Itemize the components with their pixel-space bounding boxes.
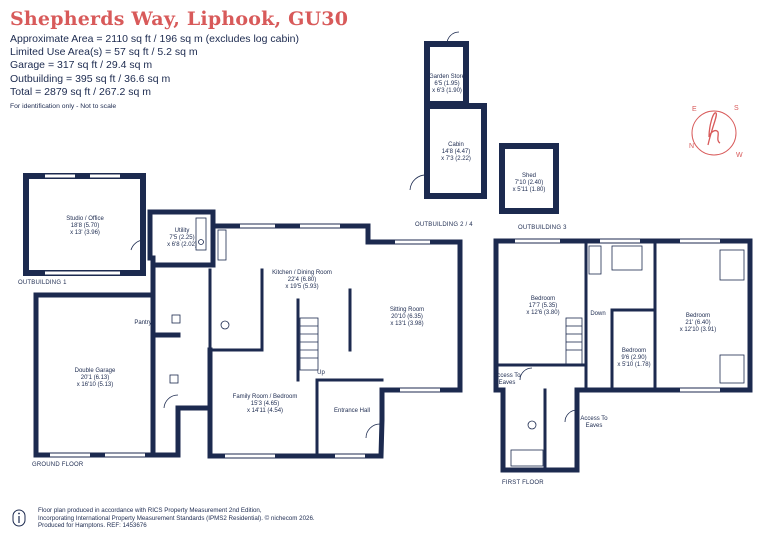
property-title: Shepherds Way, Liphook, GU30 (10, 8, 349, 30)
area-line-outbuilding: Outbuilding = 395 sq ft / 36.6 sq m (10, 72, 171, 85)
bath-fixture (588, 245, 602, 275)
footer-line: Produced for Hamptons. REF: 1453676 (38, 522, 147, 530)
label-first-floor: FIRST FLOOR (502, 480, 544, 486)
ground-floor-outer-walls (147, 209, 463, 459)
compass-e-label: E (692, 106, 697, 113)
footer-credits: Floor plan produced in accordance with R… (38, 507, 315, 530)
area-summary: Approximate Area = 2110 sq ft / 196 sq m… (10, 33, 299, 99)
pantry-shelf (171, 314, 181, 324)
compass-n-label: N (689, 143, 694, 150)
area-line-garage: Garage = 317 sq ft / 29.4 sq m (10, 59, 153, 72)
rics-info-icon (12, 509, 26, 527)
first-floor-outer-walls (493, 238, 753, 473)
footer-line: Floor plan produced in accordance with R… (38, 507, 262, 514)
shed-walls (499, 143, 559, 214)
door-swing (365, 423, 381, 439)
ground-floor-link (150, 405, 213, 458)
shower-fixture (611, 245, 643, 271)
staircase (299, 317, 583, 371)
stairs-up-label: Up (317, 370, 325, 376)
wardrobe (719, 249, 745, 281)
disclaimer-note: For identification only - Not to scale (10, 103, 117, 110)
door-swing (446, 31, 460, 45)
door-swing (519, 367, 533, 381)
compass-s-label: S (734, 105, 739, 112)
label-outbuilding-2-4: OUTBUILDING 2 / 4 (415, 222, 473, 228)
door-swing (409, 174, 428, 191)
area-line-approx: Approximate Area = 2110 sq ft / 196 sq m… (10, 33, 300, 45)
footer-line: Incorporating International Property Mea… (38, 514, 315, 522)
label-outbuilding-1: OUTBUILDING 1 (18, 280, 67, 286)
kitchen-counter (217, 229, 227, 261)
door-swing (163, 394, 179, 409)
room-entrance-hall: Entrance Hall (333, 408, 371, 414)
area-line-limited: Limited Use Area(s) = 57 sq ft / 5.2 sq … (10, 46, 198, 59)
label-outbuilding-3: OUTBUILDING 3 (518, 225, 567, 231)
toilet-fixture (220, 320, 230, 330)
basin-fixture (527, 420, 537, 430)
label-ground-floor: GROUND FLOOR (32, 462, 84, 468)
hall-cupboard (169, 374, 179, 384)
room-pantry: Pantry (134, 320, 152, 326)
bath-fixture (510, 449, 544, 467)
stairs-down-label: Down (590, 311, 606, 317)
door-swing (130, 239, 144, 251)
door-swing (564, 409, 578, 423)
cabin-walls (424, 103, 487, 199)
wardrobe (719, 354, 745, 384)
hamptons-compass-logo: N E S W (689, 105, 743, 159)
compass-w-label: W (736, 152, 743, 159)
hob-fixture (198, 239, 204, 245)
utility-counter (195, 217, 207, 251)
area-line-total: Total = 2879 sq ft / 267.2 sq m (10, 85, 151, 98)
